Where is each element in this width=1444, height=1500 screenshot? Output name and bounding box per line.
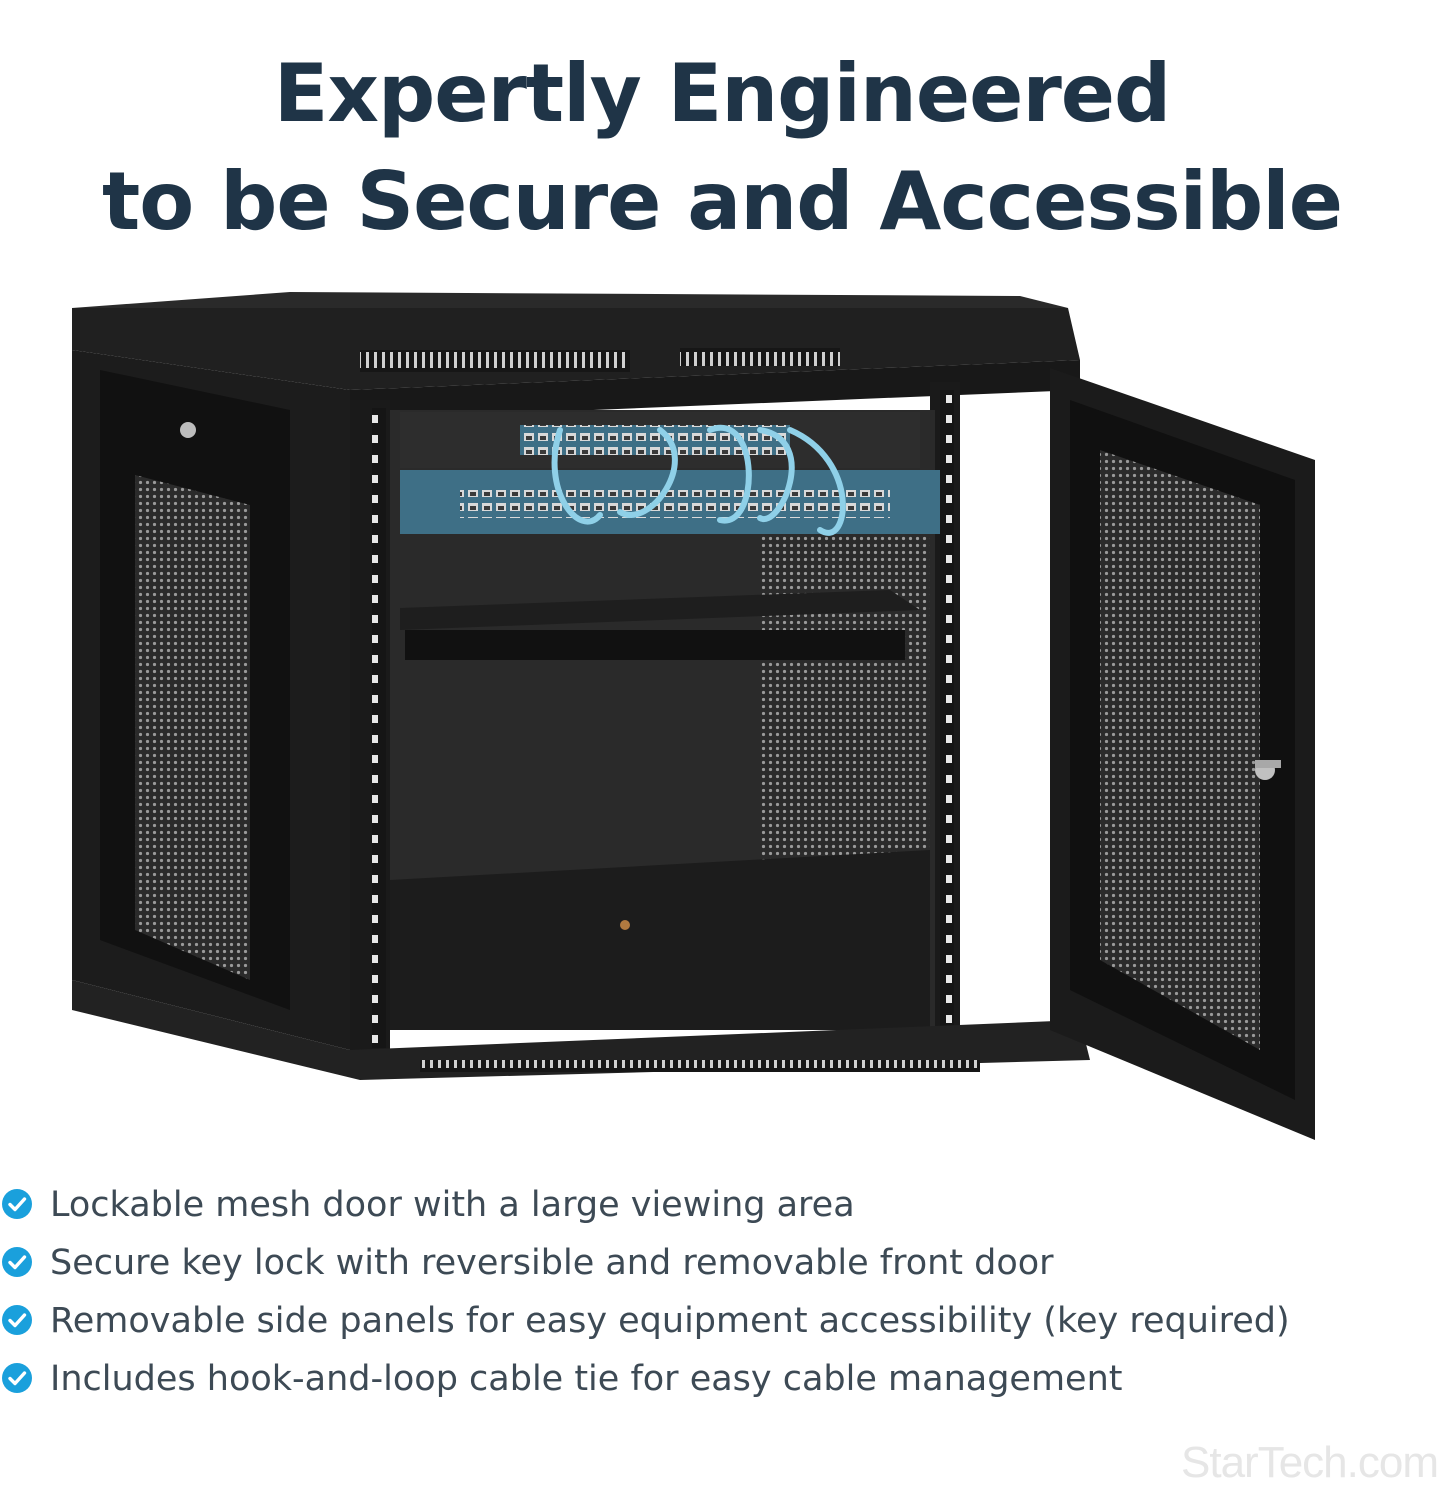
check-circle-icon	[2, 1363, 32, 1393]
server-rack-image	[72, 292, 1315, 1140]
feature-item: Secure key lock with reversible and remo…	[0, 1234, 1444, 1292]
feature-list: Lockable mesh door with a large viewing …	[0, 1176, 1444, 1408]
check-circle-icon	[2, 1305, 32, 1335]
feature-item: Removable side panels for easy equipment…	[0, 1292, 1444, 1350]
check-circle-icon	[2, 1247, 32, 1277]
feature-text: Lockable mesh door with a large viewing …	[50, 1185, 855, 1225]
brand-logo: StarTech.com	[1181, 1438, 1439, 1487]
feature-text: Includes hook-and-loop cable tie for eas…	[50, 1359, 1123, 1399]
feature-item: Lockable mesh door with a large viewing …	[0, 1176, 1444, 1234]
headline-line-1: Expertly Engineered	[273, 46, 1172, 140]
feature-text: Secure key lock with reversible and remo…	[50, 1243, 1054, 1283]
headline: Expertly Engineered to be Secure and Acc…	[0, 47, 1444, 252]
headline-line-2: to be Secure and Accessible	[102, 154, 1343, 248]
feature-text: Removable side panels for easy equipment…	[50, 1301, 1290, 1341]
check-circle-icon	[2, 1189, 32, 1219]
feature-item: Includes hook-and-loop cable tie for eas…	[0, 1350, 1444, 1408]
